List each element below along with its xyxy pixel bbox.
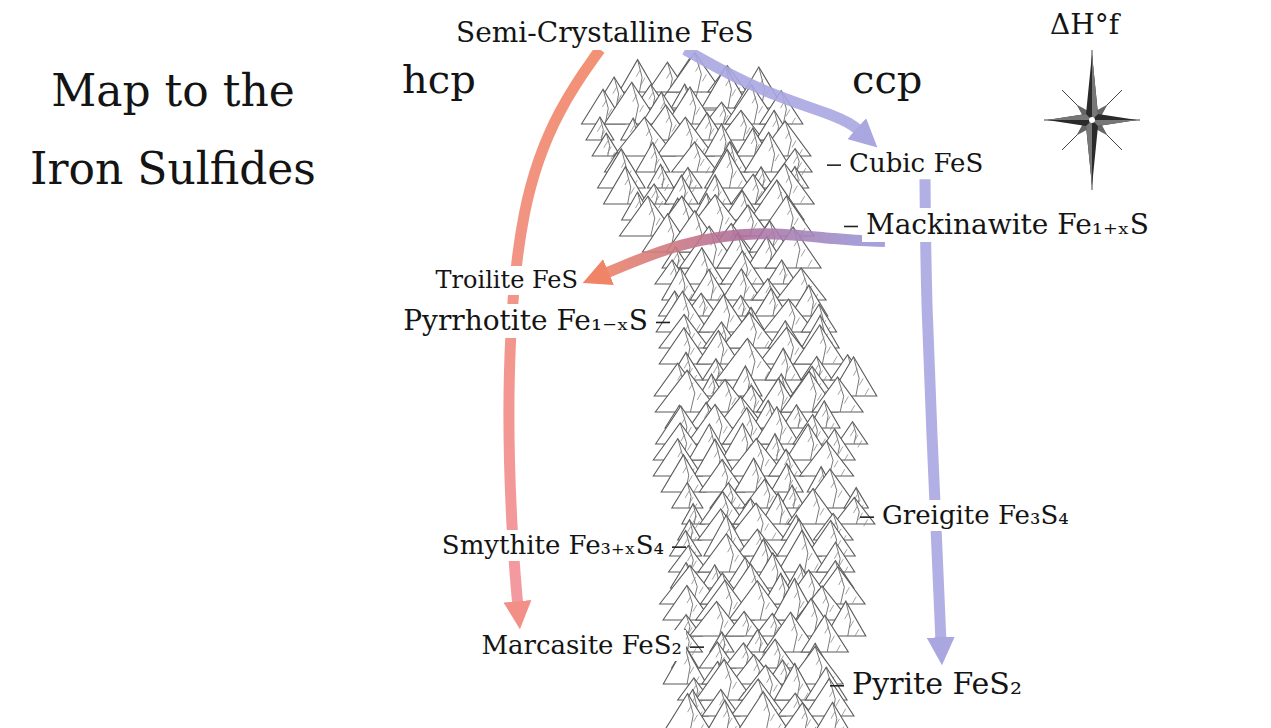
compass-label: ΔH°f bbox=[1050, 8, 1119, 41]
mineral-name: Marcasite FeS₂ bbox=[477, 630, 686, 661]
mountain-peak bbox=[661, 455, 705, 492]
mountain-peak bbox=[672, 142, 718, 174]
mineral-label: Marcasite FeS₂ bbox=[477, 630, 686, 661]
mountain-peak bbox=[657, 117, 714, 156]
tick-mark bbox=[860, 516, 874, 518]
mineral-name: Pyrite FeS₂ bbox=[848, 666, 1026, 702]
mountain-peak bbox=[636, 142, 670, 173]
tick-mark bbox=[586, 281, 600, 283]
mountain-peak bbox=[672, 483, 703, 511]
mineral-label: Semi-Crystalline FeS bbox=[452, 16, 758, 50]
packing-label: hcp bbox=[402, 56, 476, 102]
mineral-label: Pyrite FeS₂ bbox=[848, 666, 1026, 702]
mountain-peak bbox=[771, 464, 803, 494]
mineral-name: Pyrrhotite Fe₁₋ₓS bbox=[399, 304, 652, 338]
mountain-peak bbox=[664, 694, 712, 728]
mountain-peak bbox=[765, 348, 801, 381]
mineral-name: Troilite FeS bbox=[432, 266, 582, 295]
mineral-label: Cubic FeS bbox=[845, 148, 987, 179]
mountain-peak bbox=[776, 268, 826, 301]
mountain-peak bbox=[801, 615, 848, 652]
mineral-label: Mackinawite Fe₁₊ₓS bbox=[862, 208, 1153, 242]
mineral-name: Greigite Fe₃S₄ bbox=[878, 500, 1073, 531]
tick-mark bbox=[830, 685, 844, 687]
tick-mark bbox=[827, 164, 841, 166]
mineral-name: Mackinawite Fe₁₊ₓS bbox=[862, 208, 1153, 242]
mineral-name: Semi-Crystalline FeS bbox=[452, 16, 758, 50]
mineral-label: Troilite FeS bbox=[432, 266, 582, 295]
mountain-peak bbox=[812, 377, 863, 412]
map-title: Map to the Iron Sulfides bbox=[8, 52, 338, 208]
tick-mark bbox=[656, 322, 670, 324]
mineral-name: Cubic FeS bbox=[845, 148, 987, 179]
packing-label: hcp bbox=[402, 56, 476, 102]
mountain-peak bbox=[782, 703, 823, 728]
mountain-peak bbox=[800, 441, 854, 476]
reaction-arrow bbox=[606, 234, 885, 274]
tick-mark bbox=[844, 226, 858, 228]
mountain-peak bbox=[794, 325, 846, 364]
mineral-name: Smythite Fe₃₊ₓS₄ bbox=[438, 530, 668, 561]
packing-label: ccp bbox=[852, 56, 922, 102]
mineral-label: Smythite Fe₃₊ₓS₄ bbox=[438, 530, 668, 561]
mineral-label: Pyrrhotite Fe₁₋ₓS bbox=[399, 304, 652, 338]
tick-mark bbox=[672, 546, 686, 548]
mineral-label: Greigite Fe₃S₄ bbox=[878, 500, 1073, 531]
packing-label: ccp bbox=[852, 56, 922, 102]
mountain-peak bbox=[707, 700, 744, 728]
tick-mark bbox=[690, 646, 704, 648]
compass-rose bbox=[1044, 50, 1140, 190]
compass-label: ΔH°f bbox=[1050, 8, 1119, 41]
mountain-peak bbox=[737, 692, 790, 728]
reaction-arrow bbox=[685, 50, 859, 131]
mountain-range bbox=[582, 53, 877, 728]
mountain-peak bbox=[815, 702, 850, 728]
mountain-peak bbox=[778, 530, 826, 572]
reaction-arrow bbox=[925, 179, 941, 640]
